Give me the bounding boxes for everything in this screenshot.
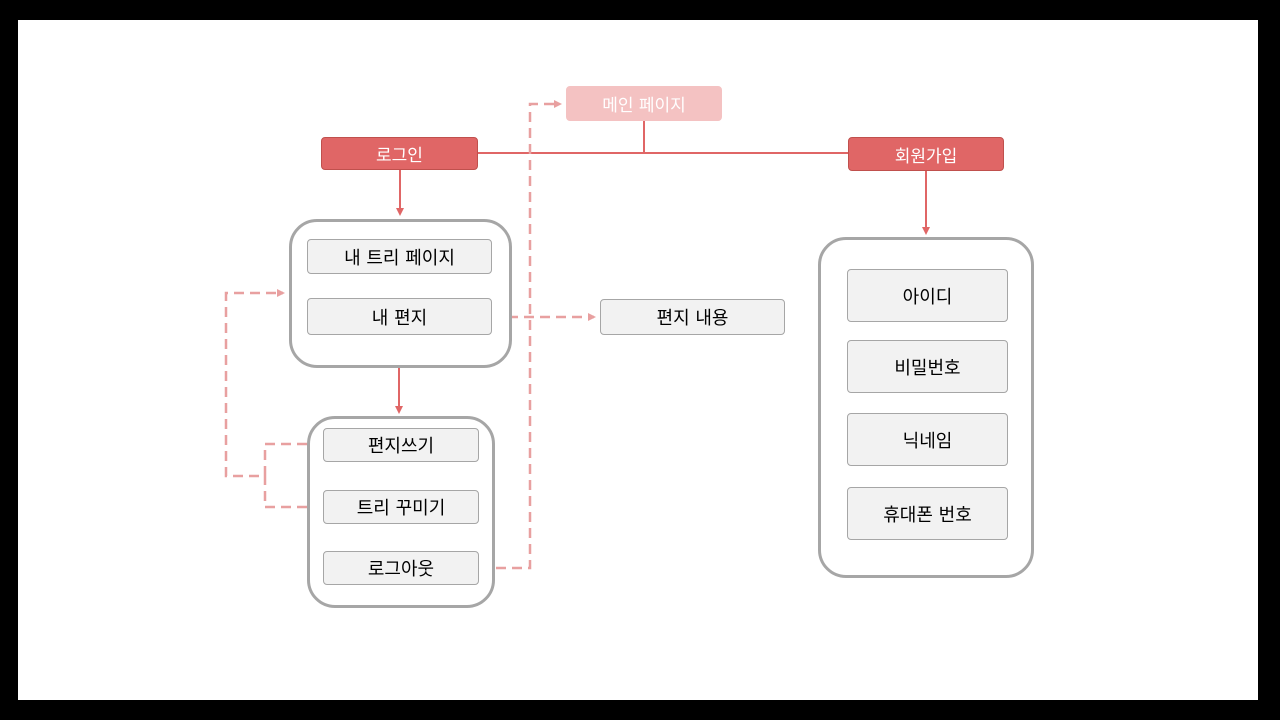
login-node: 로그인 (321, 137, 478, 170)
id-field-node: 아이디 (847, 269, 1008, 322)
my-letters-node: 내 편지 (307, 298, 492, 335)
signup-node: 회원가입 (848, 137, 1004, 171)
logout-node: 로그아웃 (323, 551, 479, 585)
password-field-node: 비밀번호 (847, 340, 1008, 393)
letter-content-node: 편지 내용 (600, 299, 785, 335)
my-tree-page-node: 내 트리 페이지 (307, 239, 492, 274)
phone-field-node: 휴대폰 번호 (847, 487, 1008, 540)
main-page-node: 메인 페이지 (566, 86, 722, 121)
nickname-field-node: 닉네임 (847, 413, 1008, 466)
decorate-tree-node: 트리 꾸미기 (323, 490, 479, 524)
diagram-canvas (18, 20, 1258, 700)
write-letter-node: 편지쓰기 (323, 428, 479, 462)
